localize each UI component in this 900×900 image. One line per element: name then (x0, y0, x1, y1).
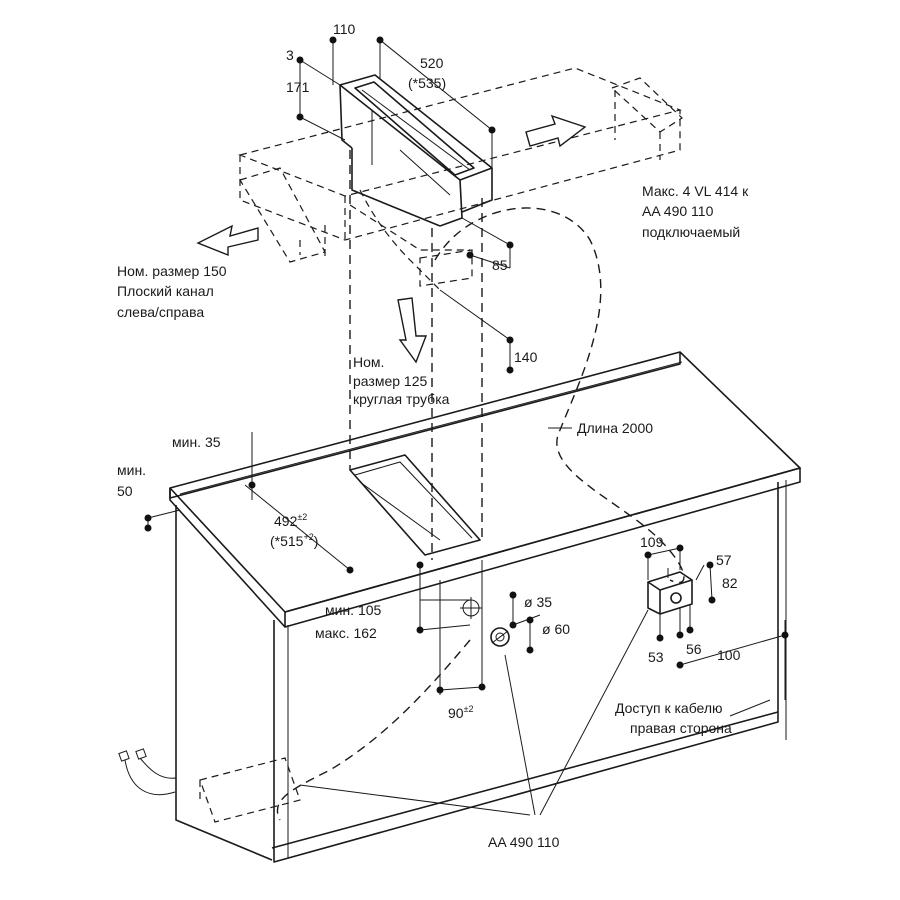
cable-access-line2: правая сторона (630, 720, 732, 736)
cabinet-dashed-box (199, 757, 301, 823)
dim-100: 100 (717, 647, 741, 663)
max-vl-line2: AA 490 110 (642, 203, 714, 219)
min50-line1: мин. (117, 462, 146, 478)
connection-box (647, 564, 705, 615)
dim-140: 140 (514, 349, 538, 365)
worktop-top (169, 351, 801, 613)
dim-3: 3 (286, 47, 294, 63)
worktop-front-edge (284, 467, 801, 628)
max-vl-line3: подключаемый (642, 224, 740, 240)
min105-label: мин. 105 (325, 602, 382, 618)
dim-110: 110 (333, 21, 356, 37)
module-label: AA 490 110 (488, 834, 560, 850)
round-pipe-line2: размер 125 (353, 373, 427, 389)
length-label: Длина 2000 (577, 420, 653, 436)
dia60-label: ø 60 (542, 621, 570, 637)
flat-duct-line3: слева/справа (117, 304, 204, 320)
dim-82: 82 (722, 575, 738, 591)
down-arrow (397, 297, 428, 364)
left-arrow (196, 224, 259, 257)
round-pipe (419, 249, 473, 287)
dim-515: (*515+2) (270, 532, 318, 549)
dim-53: 53 (648, 649, 664, 665)
dimension-dots (144, 36, 789, 694)
cabinet (169, 351, 801, 863)
dia35-label: ø 35 (524, 594, 552, 610)
dim-109: 109 (640, 534, 664, 550)
round-pipe-line1: Ном. (353, 354, 384, 370)
cable-path (434, 207, 685, 584)
labels: 110 3 171 520 (*535) Макс. 4 VL 414 к AA… (117, 21, 749, 850)
hood-unit (339, 74, 493, 227)
flat-duct-line1: Ном. размер 150 (117, 263, 227, 279)
right-arrow (525, 114, 587, 148)
holes (460, 597, 510, 647)
dim-520: 520 (420, 55, 444, 71)
power-cord (124, 759, 176, 796)
dimension-lines (147, 39, 786, 816)
min35-label: мин. 35 (172, 434, 221, 450)
max-vl-line1: Макс. 4 VL 414 к (642, 183, 749, 199)
cable-access-line1: Доступ к кабелю (615, 700, 723, 716)
dim-56: 56 (686, 641, 702, 657)
dim-492: 492±2 (274, 512, 307, 529)
flat-duct (238, 67, 683, 263)
dim-85: 85 (492, 257, 508, 273)
dim-535: (*535) (408, 75, 446, 91)
max162-label: макс. 162 (315, 625, 377, 641)
cabinet-front (273, 482, 779, 863)
airflow-arrows (196, 114, 587, 364)
round-pipe-line3: круглая трубка (353, 391, 450, 407)
cabinet-left-side (175, 505, 273, 861)
guide-lines (349, 150, 483, 560)
min50-line2: 50 (117, 483, 133, 499)
dim-171: 171 (286, 79, 310, 95)
flat-duct-line2: Плоский канал (117, 283, 214, 299)
dim-57: 57 (716, 552, 732, 568)
worktop-cutout (349, 454, 481, 556)
dim-90: 90±2 (448, 704, 474, 721)
